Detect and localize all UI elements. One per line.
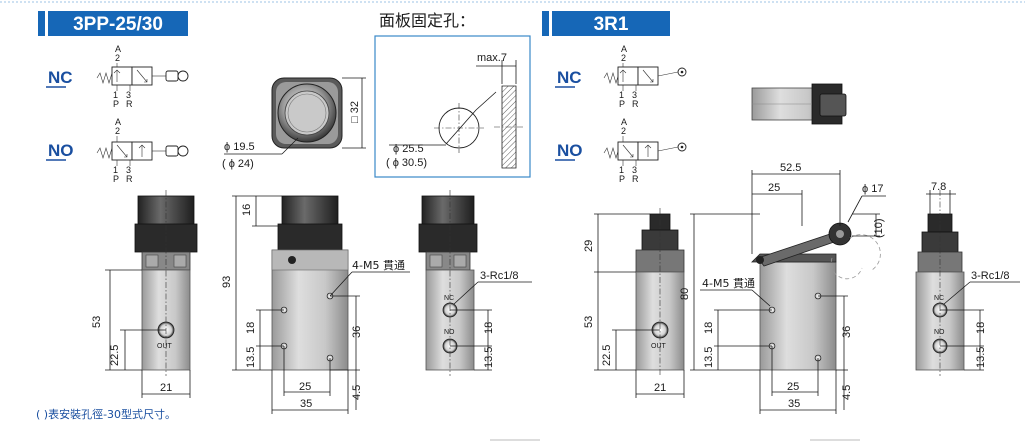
svg-text:A: A (115, 117, 121, 127)
svg-text:4.5: 4.5 (841, 385, 853, 400)
svg-text:3: 3 (632, 90, 637, 100)
left-nc-symbol: NC A 2 1 3 P R (46, 44, 189, 109)
right-section-title: 3R1 (594, 14, 629, 35)
svg-text:A: A (621, 44, 627, 54)
svg-text:25: 25 (787, 381, 799, 393)
svg-text:35: 35 (300, 398, 312, 410)
svg-text:R: R (126, 99, 133, 109)
svg-text:NO: NO (557, 141, 583, 160)
panel-hole-drawing: max.7 ϕ 25.5 ( ϕ 30.5) (386, 52, 524, 169)
svg-text:13.5: 13.5 (245, 347, 257, 368)
svg-text:2: 2 (621, 53, 626, 63)
left-no-label: NO (48, 141, 74, 160)
svg-text:18: 18 (703, 322, 715, 334)
svg-text:25: 25 (768, 182, 780, 194)
left-valve-side-view: 16 93 18 13.5 25 35 36 4.5 4-M5 貫通 (221, 195, 410, 414)
svg-text:( ϕ 30.5): ( ϕ 30.5) (386, 157, 427, 169)
svg-text:4.5: 4.5 (351, 385, 363, 400)
svg-text:22.5: 22.5 (601, 345, 613, 366)
svg-text:NC: NC (557, 68, 582, 87)
svg-text:36: 36 (841, 326, 853, 338)
svg-text:4-M5 貫通: 4-M5 貫通 (352, 259, 405, 272)
svg-text:(10): (10) (873, 218, 885, 238)
svg-text:A: A (115, 44, 121, 54)
svg-text:13.5: 13.5 (703, 347, 715, 368)
svg-text:2: 2 (115, 53, 120, 63)
svg-text:22.5: 22.5 (109, 345, 121, 366)
svg-text:P: P (113, 99, 119, 109)
right-header-accent (542, 11, 549, 36)
svg-text:2: 2 (115, 126, 120, 136)
right-top-view (751, 83, 847, 125)
right-valve-ports-view: NC NO 7.8 18 13.5 3-Rc1/8 (915, 181, 1020, 376)
svg-text:7.8: 7.8 (931, 181, 946, 193)
left-nc-label: NC (48, 68, 73, 87)
svg-text:NC: NC (444, 295, 454, 302)
left-valve-ports-view: NC NO 18 13.5 3-Rc1/8 (418, 190, 532, 376)
svg-text:max.7: max.7 (477, 52, 507, 64)
svg-text:P: P (619, 174, 625, 184)
svg-text:NO: NO (444, 329, 455, 336)
svg-text:21: 21 (654, 382, 666, 394)
svg-text:29: 29 (583, 240, 595, 252)
svg-text:ϕ 19.5: ϕ 19.5 (224, 141, 255, 153)
svg-text:18: 18 (483, 322, 495, 334)
left-no-symbol: NO A 2 1 3 P R (46, 117, 189, 184)
svg-text:A: A (621, 117, 627, 127)
svg-text:13.5: 13.5 (483, 347, 495, 368)
svg-text:P: P (113, 174, 119, 184)
svg-text:3-Rc1/8: 3-Rc1/8 (480, 270, 519, 282)
footnote: ( )表安裝孔徑-30型式尺寸。 (36, 407, 176, 421)
svg-text:36: 36 (351, 326, 363, 338)
svg-text:□ 32: □ 32 (349, 101, 361, 123)
svg-text:OUT: OUT (157, 343, 173, 350)
svg-text:16: 16 (241, 204, 253, 216)
right-no-symbol: NO A 2 1 3 P R (555, 117, 687, 184)
svg-text:3-Rc1/8: 3-Rc1/8 (971, 270, 1010, 282)
svg-text:OUT: OUT (651, 343, 667, 350)
svg-text:21: 21 (160, 382, 172, 394)
svg-text:2: 2 (621, 126, 626, 136)
right-nc-symbol: NC A 2 1 3 P R (555, 44, 687, 109)
right-valve-out-view: OUT 29 53 22.5 21 (583, 208, 685, 398)
svg-text:25: 25 (299, 381, 311, 393)
svg-text:18: 18 (245, 322, 257, 334)
left-valve-out-view: OUT 53 22.5 21 (91, 190, 198, 398)
svg-text:4-M5 貫通: 4-M5 貫通 (702, 277, 755, 290)
left-section-title: 3PP-25/30 (73, 14, 163, 35)
svg-text:35: 35 (788, 398, 800, 410)
svg-text:18: 18 (975, 322, 987, 334)
svg-text:ϕ 25.5: ϕ 25.5 (393, 143, 424, 155)
svg-text:1: 1 (113, 90, 118, 100)
right-valve-side-view: 52.5 25 ϕ 17 (10) 80 18 13.5 25 35 36 4. (679, 162, 886, 414)
left-header-bar (48, 11, 188, 36)
svg-text:53: 53 (583, 316, 595, 328)
svg-text:R: R (632, 174, 639, 184)
left-header-accent (38, 11, 45, 36)
svg-text:NO: NO (934, 329, 945, 336)
svg-text:P: P (619, 99, 625, 109)
svg-text:NC: NC (934, 295, 944, 302)
right-header-bar (552, 11, 670, 36)
svg-text:80: 80 (679, 288, 691, 300)
svg-text:ϕ 17: ϕ 17 (862, 183, 883, 195)
left-top-view: □ 32 ϕ 19.5 ( ϕ 24) (222, 77, 366, 170)
svg-text:53: 53 (91, 316, 103, 328)
svg-text:R: R (126, 174, 133, 184)
svg-text:1: 1 (619, 90, 624, 100)
svg-text:( ϕ 24): ( ϕ 24) (222, 158, 254, 170)
svg-text:R: R (632, 99, 639, 109)
svg-text:1: 1 (113, 165, 118, 175)
svg-text:3: 3 (126, 165, 131, 175)
svg-text:1: 1 (619, 165, 624, 175)
svg-text:3: 3 (632, 165, 637, 175)
svg-text:93: 93 (221, 276, 233, 288)
panel-title: 面板固定孔： (379, 11, 475, 30)
svg-text:52.5: 52.5 (780, 162, 801, 174)
svg-text:13.5: 13.5 (975, 347, 987, 368)
svg-text:3: 3 (126, 90, 131, 100)
